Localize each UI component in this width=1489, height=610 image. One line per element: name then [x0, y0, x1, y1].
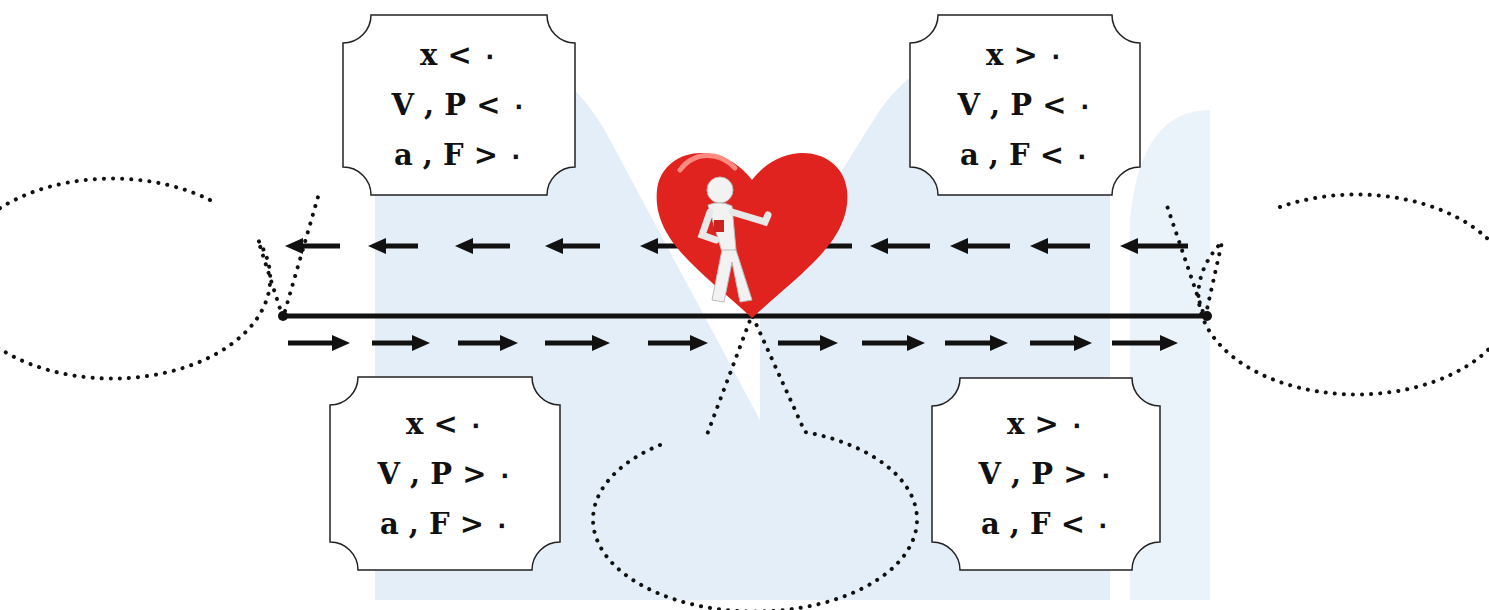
- box-content: x < ۰V , P < ۰a , F > ۰: [343, 15, 575, 195]
- heart-shine: [680, 156, 735, 171]
- box-content: x > ۰V , P > ۰a , F < ۰: [932, 378, 1160, 570]
- arrow-head: [690, 335, 708, 351]
- axis-end: [1202, 311, 1212, 321]
- box-outline-path: [910, 15, 1140, 195]
- arrow-shaft: [288, 341, 336, 346]
- figure-legs: [712, 250, 752, 302]
- arrow-head: [820, 335, 838, 351]
- axis-end: [278, 311, 288, 321]
- condition-text: a , F > ۰: [380, 499, 510, 549]
- figure-arm: [702, 212, 716, 240]
- speech-bubble: [1165, 195, 1489, 395]
- figure-head: [707, 177, 733, 203]
- condition-box: x < ۰V , P > ۰a , F > ۰: [330, 377, 560, 570]
- axis-line: [283, 314, 1207, 319]
- arrow-shaft: [1134, 244, 1188, 249]
- arrow-head: [640, 238, 658, 254]
- condition-text: V , P < ۰: [957, 80, 1092, 130]
- speech-bubble: [593, 315, 917, 610]
- arrow-shaft: [862, 341, 911, 346]
- box-content: x > ۰V , P < ۰a , F < ۰: [910, 15, 1140, 195]
- box-outline-path: [932, 378, 1160, 570]
- arrow-head: [950, 238, 968, 254]
- condition-text: V , P > ۰: [978, 449, 1113, 499]
- box-outline-path: [343, 15, 575, 195]
- arrow-head: [412, 335, 430, 351]
- arrow-head: [870, 238, 888, 254]
- arrow-shaft: [1044, 244, 1090, 249]
- arrow-head: [455, 238, 473, 254]
- condition-text: x > ۰: [1007, 399, 1085, 449]
- arrow-shaft: [648, 341, 694, 346]
- box-outline-path: [330, 377, 560, 570]
- arrow-head: [1160, 335, 1178, 351]
- condition-box: x > ۰V , P < ۰a , F < ۰: [910, 15, 1140, 195]
- figure-arm: [732, 212, 768, 222]
- condition-text: V , P > ۰: [377, 449, 512, 499]
- arrow-shaft: [469, 244, 510, 249]
- figure-badge: [714, 220, 724, 232]
- arrow-shaft: [458, 341, 504, 346]
- arrow-shaft: [884, 244, 930, 249]
- heart-figure: [657, 153, 848, 318]
- arrow-shaft: [1030, 341, 1078, 346]
- arrow-shaft: [945, 341, 994, 346]
- arrow-head: [1074, 335, 1092, 351]
- condition-box: x < ۰V , P < ۰a , F > ۰: [343, 15, 575, 195]
- arrow-head: [1120, 238, 1138, 254]
- arrow-shaft: [778, 341, 824, 346]
- arrow-head: [592, 335, 610, 351]
- arrow-head: [332, 335, 350, 351]
- condition-text: a , F < ۰: [960, 130, 1090, 180]
- condition-text: x < ۰: [406, 399, 484, 449]
- speech-bubble: [0, 179, 320, 379]
- arrow-head: [990, 335, 1008, 351]
- box-content: x < ۰V , P > ۰a , F > ۰: [330, 377, 560, 570]
- arrow-shaft: [299, 244, 340, 249]
- condition-text: x < ۰: [420, 30, 498, 80]
- heart: [657, 153, 848, 318]
- arrow-head: [545, 238, 563, 254]
- arrow-head: [500, 335, 518, 351]
- arrow-shaft: [372, 341, 416, 346]
- arrow-shaft: [964, 244, 1010, 249]
- arrow-head: [285, 238, 303, 254]
- arrow-shaft: [559, 244, 600, 249]
- arrow-head: [368, 238, 386, 254]
- condition-text: V , P < ۰: [391, 80, 526, 130]
- arrow-shaft: [1112, 341, 1164, 346]
- arrow-head: [907, 335, 925, 351]
- condition-text: x > ۰: [986, 30, 1064, 80]
- condition-text: a , F < ۰: [981, 499, 1111, 549]
- condition-box: x > ۰V , P > ۰a , F < ۰: [932, 378, 1160, 570]
- condition-text: a , F > ۰: [394, 130, 524, 180]
- arrow-shaft: [545, 341, 596, 346]
- arrow-shaft: [382, 244, 418, 249]
- arrow-head: [1030, 238, 1048, 254]
